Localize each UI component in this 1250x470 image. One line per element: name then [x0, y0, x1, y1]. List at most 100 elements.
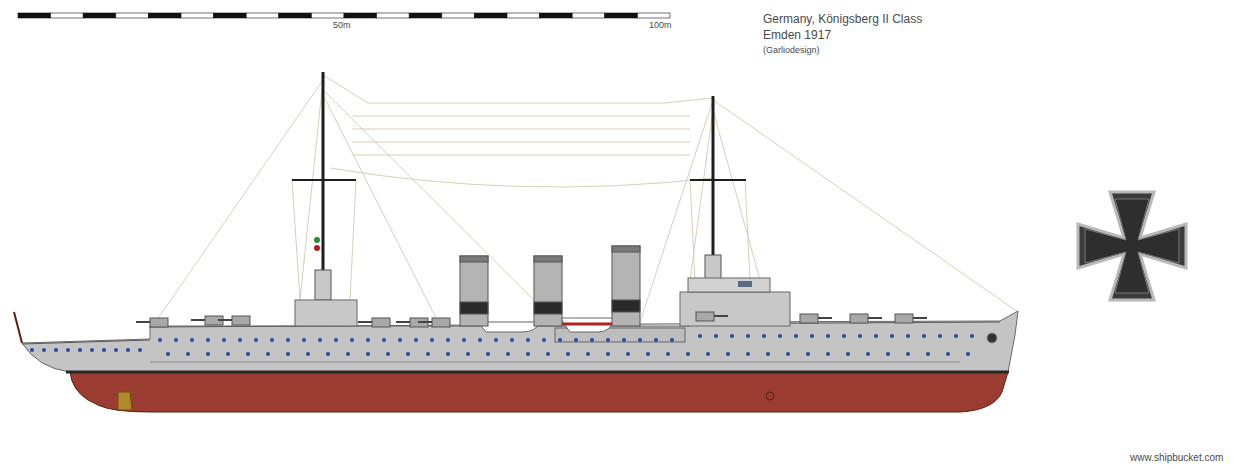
porthole	[206, 352, 210, 356]
gun-mount	[136, 318, 168, 327]
porthole	[366, 352, 370, 356]
bridge	[688, 278, 770, 292]
boat-stripe	[562, 323, 612, 326]
scale-segment	[214, 13, 247, 18]
porthole	[266, 352, 270, 356]
porthole	[486, 352, 490, 356]
porthole	[574, 338, 578, 342]
porthole	[906, 352, 910, 356]
porthole	[706, 352, 710, 356]
porthole	[446, 352, 450, 356]
porthole	[546, 352, 550, 356]
porthole	[190, 338, 194, 342]
iron-cross	[1078, 192, 1186, 300]
gun-mount	[218, 316, 250, 325]
porthole	[858, 334, 862, 338]
scale-segment	[474, 13, 507, 18]
porthole	[766, 352, 770, 356]
scale-segment	[442, 13, 475, 18]
underwater-hull	[70, 372, 1008, 412]
anchor-hawse	[987, 333, 997, 343]
annotation-label: (Garliodesign)	[763, 46, 820, 56]
porthole	[970, 334, 974, 338]
porthole	[90, 348, 94, 352]
porthole	[890, 334, 894, 338]
gun-mount	[418, 318, 450, 327]
flagstaff	[14, 312, 22, 343]
porthole	[286, 352, 290, 356]
signal-light	[314, 237, 320, 243]
porthole	[922, 334, 926, 338]
porthole	[526, 352, 530, 356]
scale-segment	[572, 13, 605, 18]
porthole	[406, 352, 410, 356]
porthole	[466, 352, 470, 356]
porthole	[826, 334, 830, 338]
porthole	[926, 352, 930, 356]
porthole	[246, 352, 250, 356]
porthole	[414, 338, 418, 342]
porthole	[166, 352, 170, 356]
porthole	[954, 334, 958, 338]
porthole	[606, 338, 610, 342]
scale-segment	[83, 13, 116, 18]
gun-mount	[358, 318, 390, 327]
porthole	[462, 338, 466, 342]
porthole	[54, 348, 58, 352]
boot-topping	[66, 371, 1009, 374]
porthole	[158, 338, 162, 342]
porthole	[686, 352, 690, 356]
porthole	[826, 352, 830, 356]
porthole	[478, 338, 482, 342]
porthole	[350, 338, 354, 342]
scale-segment	[637, 13, 670, 18]
porthole	[730, 334, 734, 338]
porthole	[886, 352, 890, 356]
porthole	[430, 338, 434, 342]
gun-mount	[850, 314, 882, 323]
porthole	[506, 352, 510, 356]
porthole	[306, 352, 310, 356]
porthole	[346, 352, 350, 356]
armor-belt	[150, 362, 960, 363]
annotation-label: 100m	[649, 21, 672, 31]
porthole	[966, 352, 970, 356]
porthole	[326, 352, 330, 356]
porthole	[666, 352, 670, 356]
porthole	[66, 348, 70, 352]
porthole	[590, 338, 594, 342]
porthole	[254, 338, 258, 342]
aft-superstructure	[295, 300, 357, 326]
porthole	[302, 338, 306, 342]
porthole	[114, 348, 118, 352]
porthole	[238, 338, 242, 342]
porthole	[446, 338, 450, 342]
scale-segment	[605, 13, 638, 18]
porthole	[746, 334, 750, 338]
scale-segment	[377, 13, 410, 18]
scale-segment	[344, 13, 377, 18]
porthole	[794, 334, 798, 338]
porthole	[334, 338, 338, 342]
mast-platform	[315, 270, 331, 300]
hull	[22, 311, 1018, 372]
porthole	[606, 352, 610, 356]
porthole	[566, 352, 570, 356]
porthole	[186, 352, 190, 356]
porthole	[626, 352, 630, 356]
porthole	[30, 348, 34, 352]
porthole	[670, 338, 674, 342]
rigging	[150, 75, 1018, 330]
porthole	[138, 348, 142, 352]
annotation-label: 50m	[333, 21, 351, 31]
gun-mount	[895, 314, 927, 323]
bridge-window	[738, 281, 752, 287]
scale-bar	[18, 13, 670, 18]
scale-segment	[116, 13, 149, 18]
porthole	[622, 338, 626, 342]
porthole	[906, 334, 910, 338]
porthole	[874, 334, 878, 338]
rudder	[118, 392, 132, 410]
scale-segment	[148, 13, 181, 18]
